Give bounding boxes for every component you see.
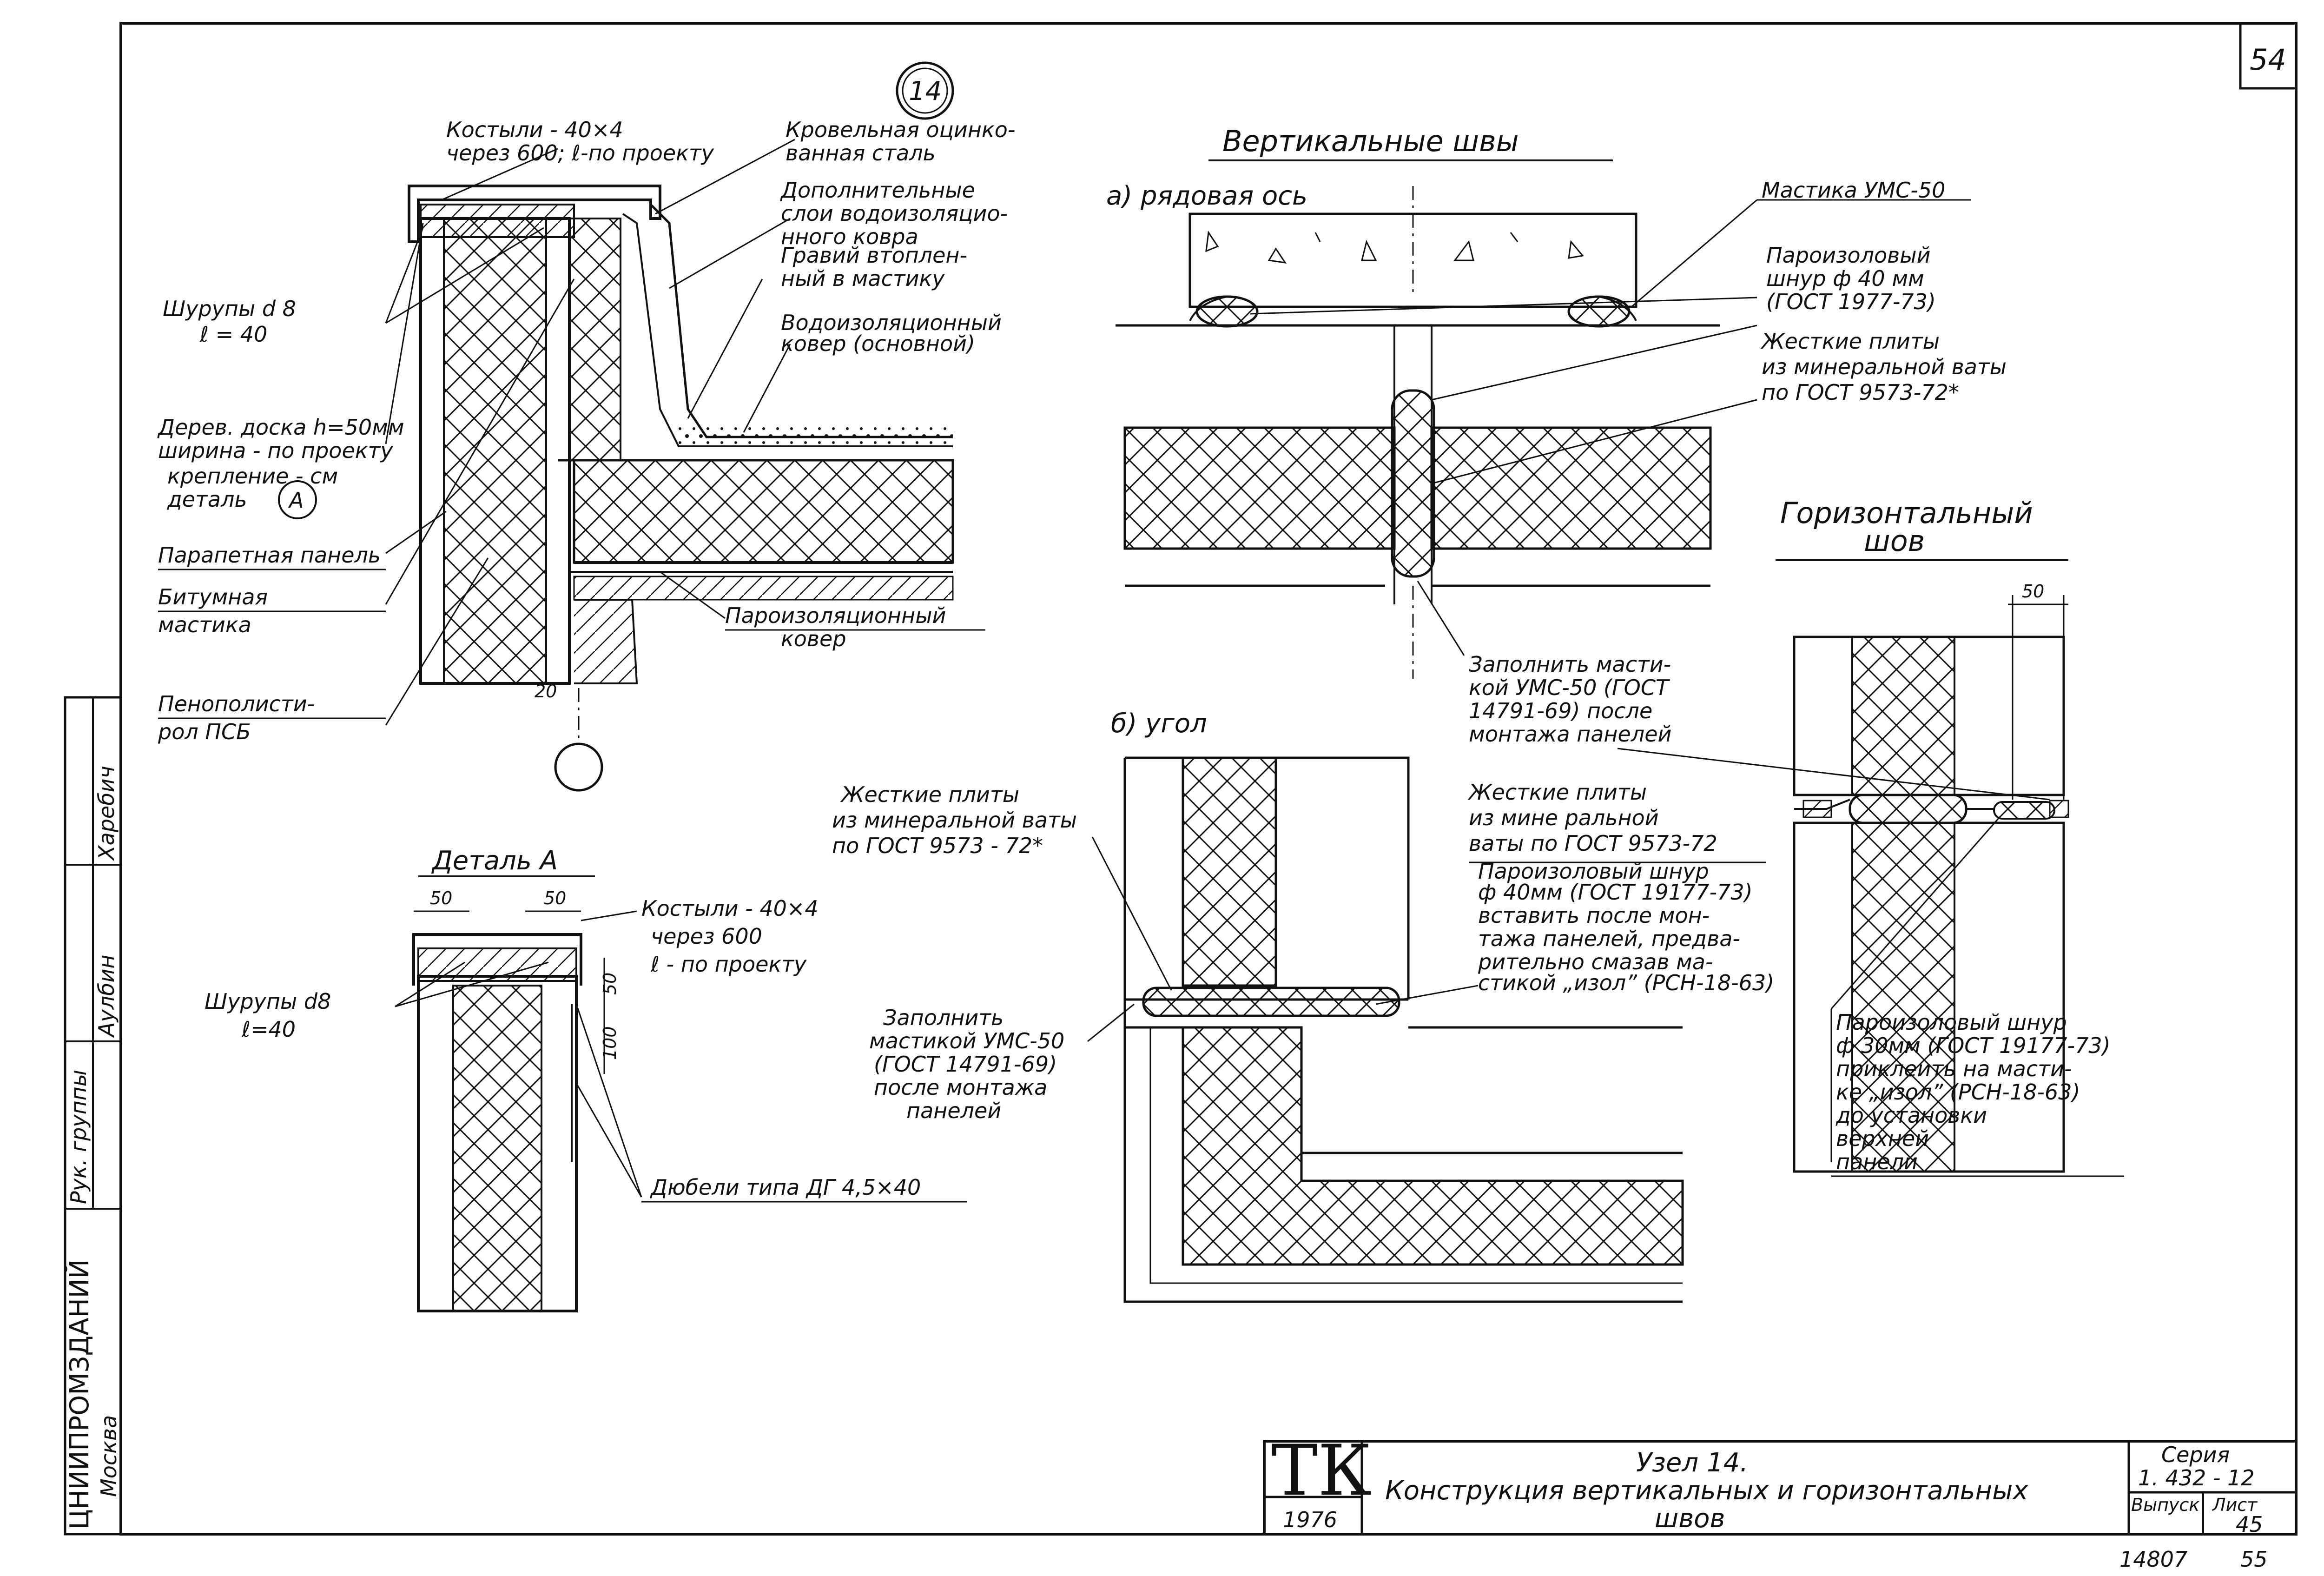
stamp-org: ЦНИИПРОМЗДАНИЙ xyxy=(64,1259,95,1530)
label-fixing: крепление - см деталь xyxy=(167,464,345,512)
sheet-label: Лист xyxy=(2212,1495,2258,1515)
series-value: 1. 432 - 12 xyxy=(2138,1465,2255,1490)
label-b-plates: Жесткие плиты из минеральной ваты по ГОС… xyxy=(832,782,1084,858)
label-steel: Кровельная оцинко- ванная сталь xyxy=(786,117,1022,166)
series-label: Серия xyxy=(2161,1442,2230,1467)
label-parapet: Парапетная панель xyxy=(158,543,381,568)
svg-text:50: 50 xyxy=(600,973,620,995)
vertical-a-label: а) рядовая ось xyxy=(1106,181,1307,211)
label-gravel: Гравий втоплен- ный в мастику xyxy=(781,243,974,291)
label-plates: Жесткие плиты из минеральной ваты по ГОС… xyxy=(1760,329,2014,405)
node-number: 14 xyxy=(909,76,942,106)
detailA-title: Деталь А xyxy=(431,846,558,876)
node14-drawing: 14 20 xyxy=(157,61,1022,792)
title-line1: Узел 14. xyxy=(1636,1448,1748,1478)
title-line3: швов xyxy=(1655,1503,1725,1534)
svg-text:50: 50 xyxy=(544,888,566,908)
stamp-role: Рук. группы xyxy=(66,1070,91,1204)
detailA-kostyli: Костыли - 40×4 через 600 ℓ - по проекту xyxy=(641,896,825,977)
svg-text:100: 100 xyxy=(600,1026,620,1060)
label-foam: Пенополисти- рол ПСБ xyxy=(158,691,322,744)
horizontal-dim: 50 xyxy=(2022,581,2044,602)
stamp-signature: Аулбин xyxy=(94,955,119,1038)
horizontal-joint-drawing: Горизонтальный шов 50 Пароизоловый шнур … xyxy=(1776,496,2124,1177)
page-number: 54 xyxy=(2250,43,2286,77)
label-waterproof: Водоизоляционный ковер (основной) xyxy=(781,310,1009,356)
title-stamp: ТК xyxy=(1271,1430,1372,1511)
detail-ref: А xyxy=(288,488,304,513)
label-bitumen: Битумная мастика xyxy=(158,584,275,637)
page-number-box xyxy=(2239,22,2298,90)
issue-label: Выпуск xyxy=(2131,1495,2199,1515)
label-kostyli: Костыли - 40×4 через 600; ℓ-по проекту xyxy=(446,117,714,166)
detailA-dims: 50 50 50 100 xyxy=(430,888,620,1060)
label-mastic: Мастика УМС-50 xyxy=(1762,178,1945,203)
detailA-dowels: Дюбели типа ДГ 4,5×40 xyxy=(650,1175,921,1200)
horizontal-cord: Пароизоловый шнур ф 30мм (ГОСТ 19177-73)… xyxy=(1835,1010,2117,1174)
sheet-value: 45 xyxy=(2236,1512,2263,1537)
label-fill: Заполнить масти- кой УМС-50 (ГОСТ 14791-… xyxy=(1469,652,1678,747)
svg-text:50: 50 xyxy=(430,888,452,908)
horizontal-title: Горизонтальный шов xyxy=(1780,496,2042,558)
dim-20: 20 xyxy=(535,681,557,702)
vertical-joints-drawing: Вертикальные швы а) рядовая ось xyxy=(832,124,2050,1303)
title-line2: Конструкция вертикальных и горизонтальны… xyxy=(1385,1476,2028,1506)
label-screws: Шурупы d 8 ℓ = 40 xyxy=(163,296,303,347)
stamp-city: Москва xyxy=(96,1415,121,1497)
footer-left: 14807 xyxy=(2119,1547,2187,1572)
stamp-author: Харебич xyxy=(94,766,119,861)
side-stamp: Харебич Аулбин Рук. группы ЦНИИПРОМЗДАНИ… xyxy=(64,696,122,1536)
vertical-title: Вертикальные швы xyxy=(1222,124,1519,158)
label-mid-cord: Пароизоловый шнур ф 40мм (ГОСТ 19177-73)… xyxy=(1478,859,1774,995)
footer-right: 55 xyxy=(2240,1547,2268,1572)
vertical-b-label: б) угол xyxy=(1111,709,1207,739)
title-year: 1976 xyxy=(1283,1507,1337,1532)
label-cord: Пароизоловый шнур ф 40 мм (ГОСТ 1977-73) xyxy=(1766,243,1937,314)
detail-ref-circle xyxy=(278,480,317,519)
label-extra-layers: Дополнительные слои водоизоляцио- нного … xyxy=(780,178,1015,249)
title-block: ТК 1976 Узел 14. Конструкция вертикальны… xyxy=(1263,1430,2298,1537)
label-board: Дерев. доска h=50мм ширина - по проекту xyxy=(157,415,411,463)
detailA-screws: Шурупы d8 ℓ=40 xyxy=(205,989,338,1042)
detailA-drawing: Деталь А 50 50 50 100 Костыли - 40×4 чер… xyxy=(205,846,967,1312)
label-b-fill: Заполнить мастикой УМС-50 (ГОСТ 14791-69… xyxy=(869,1005,1071,1123)
node-circle xyxy=(896,61,954,120)
label-vapor: Пароизоляционный ковер xyxy=(725,603,953,651)
label-mid-plates: Жесткие плиты из мине ральной ваты по ГО… xyxy=(1467,780,1717,856)
